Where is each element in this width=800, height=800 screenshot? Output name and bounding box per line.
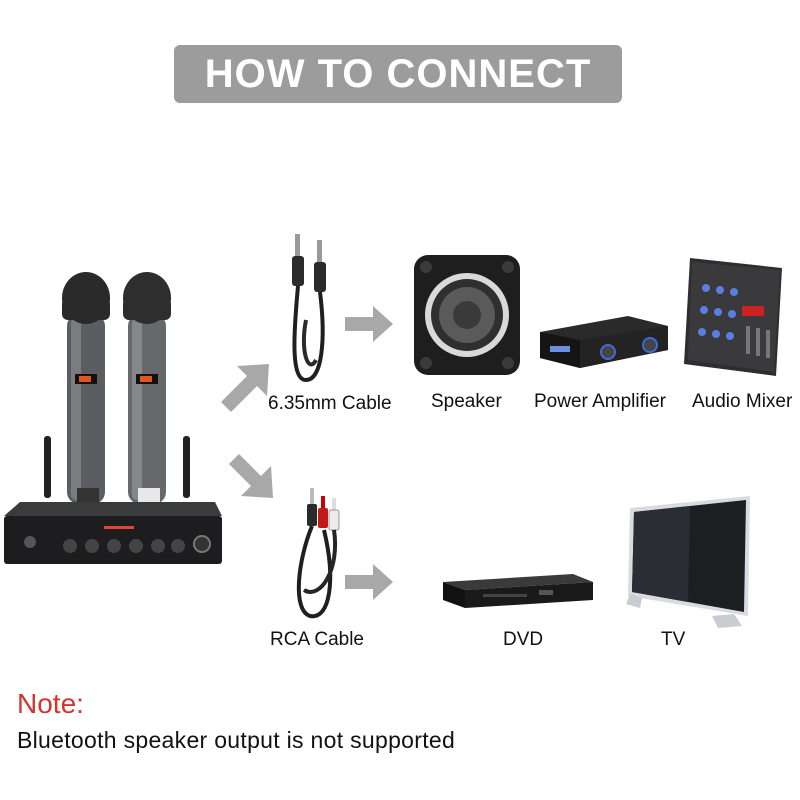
speaker-image bbox=[414, 255, 520, 375]
power-amplifier-label: Power Amplifier bbox=[534, 391, 666, 412]
jack-cable-label: 6.35mm Cable bbox=[268, 393, 392, 414]
note-text: Bluetooth speaker output is not supporte… bbox=[17, 727, 456, 753]
dvd-label: DVD bbox=[503, 629, 544, 650]
page-title: HOW TO CONNECT bbox=[174, 45, 622, 103]
arrow-up-right-icon bbox=[221, 364, 269, 412]
rca-cable-label: RCA Cable bbox=[270, 629, 364, 650]
rca-cable-image bbox=[296, 488, 340, 619]
speaker-label: Speaker bbox=[431, 391, 502, 412]
power-amplifier-image bbox=[540, 316, 668, 368]
note-title: Note: bbox=[17, 688, 84, 719]
audio-mixer-image bbox=[684, 258, 782, 376]
arrow-down-right-icon bbox=[229, 454, 273, 498]
jack-cable-image bbox=[292, 234, 326, 383]
arrow-right-icon bbox=[345, 306, 393, 342]
microphone-system-image bbox=[4, 272, 222, 564]
arrow-right-icon bbox=[345, 564, 393, 600]
tv-label: TV bbox=[661, 629, 686, 650]
tv-image bbox=[626, 496, 750, 628]
dvd-player-image bbox=[443, 574, 593, 608]
audio-mixer-label: Audio Mixer bbox=[692, 391, 793, 412]
